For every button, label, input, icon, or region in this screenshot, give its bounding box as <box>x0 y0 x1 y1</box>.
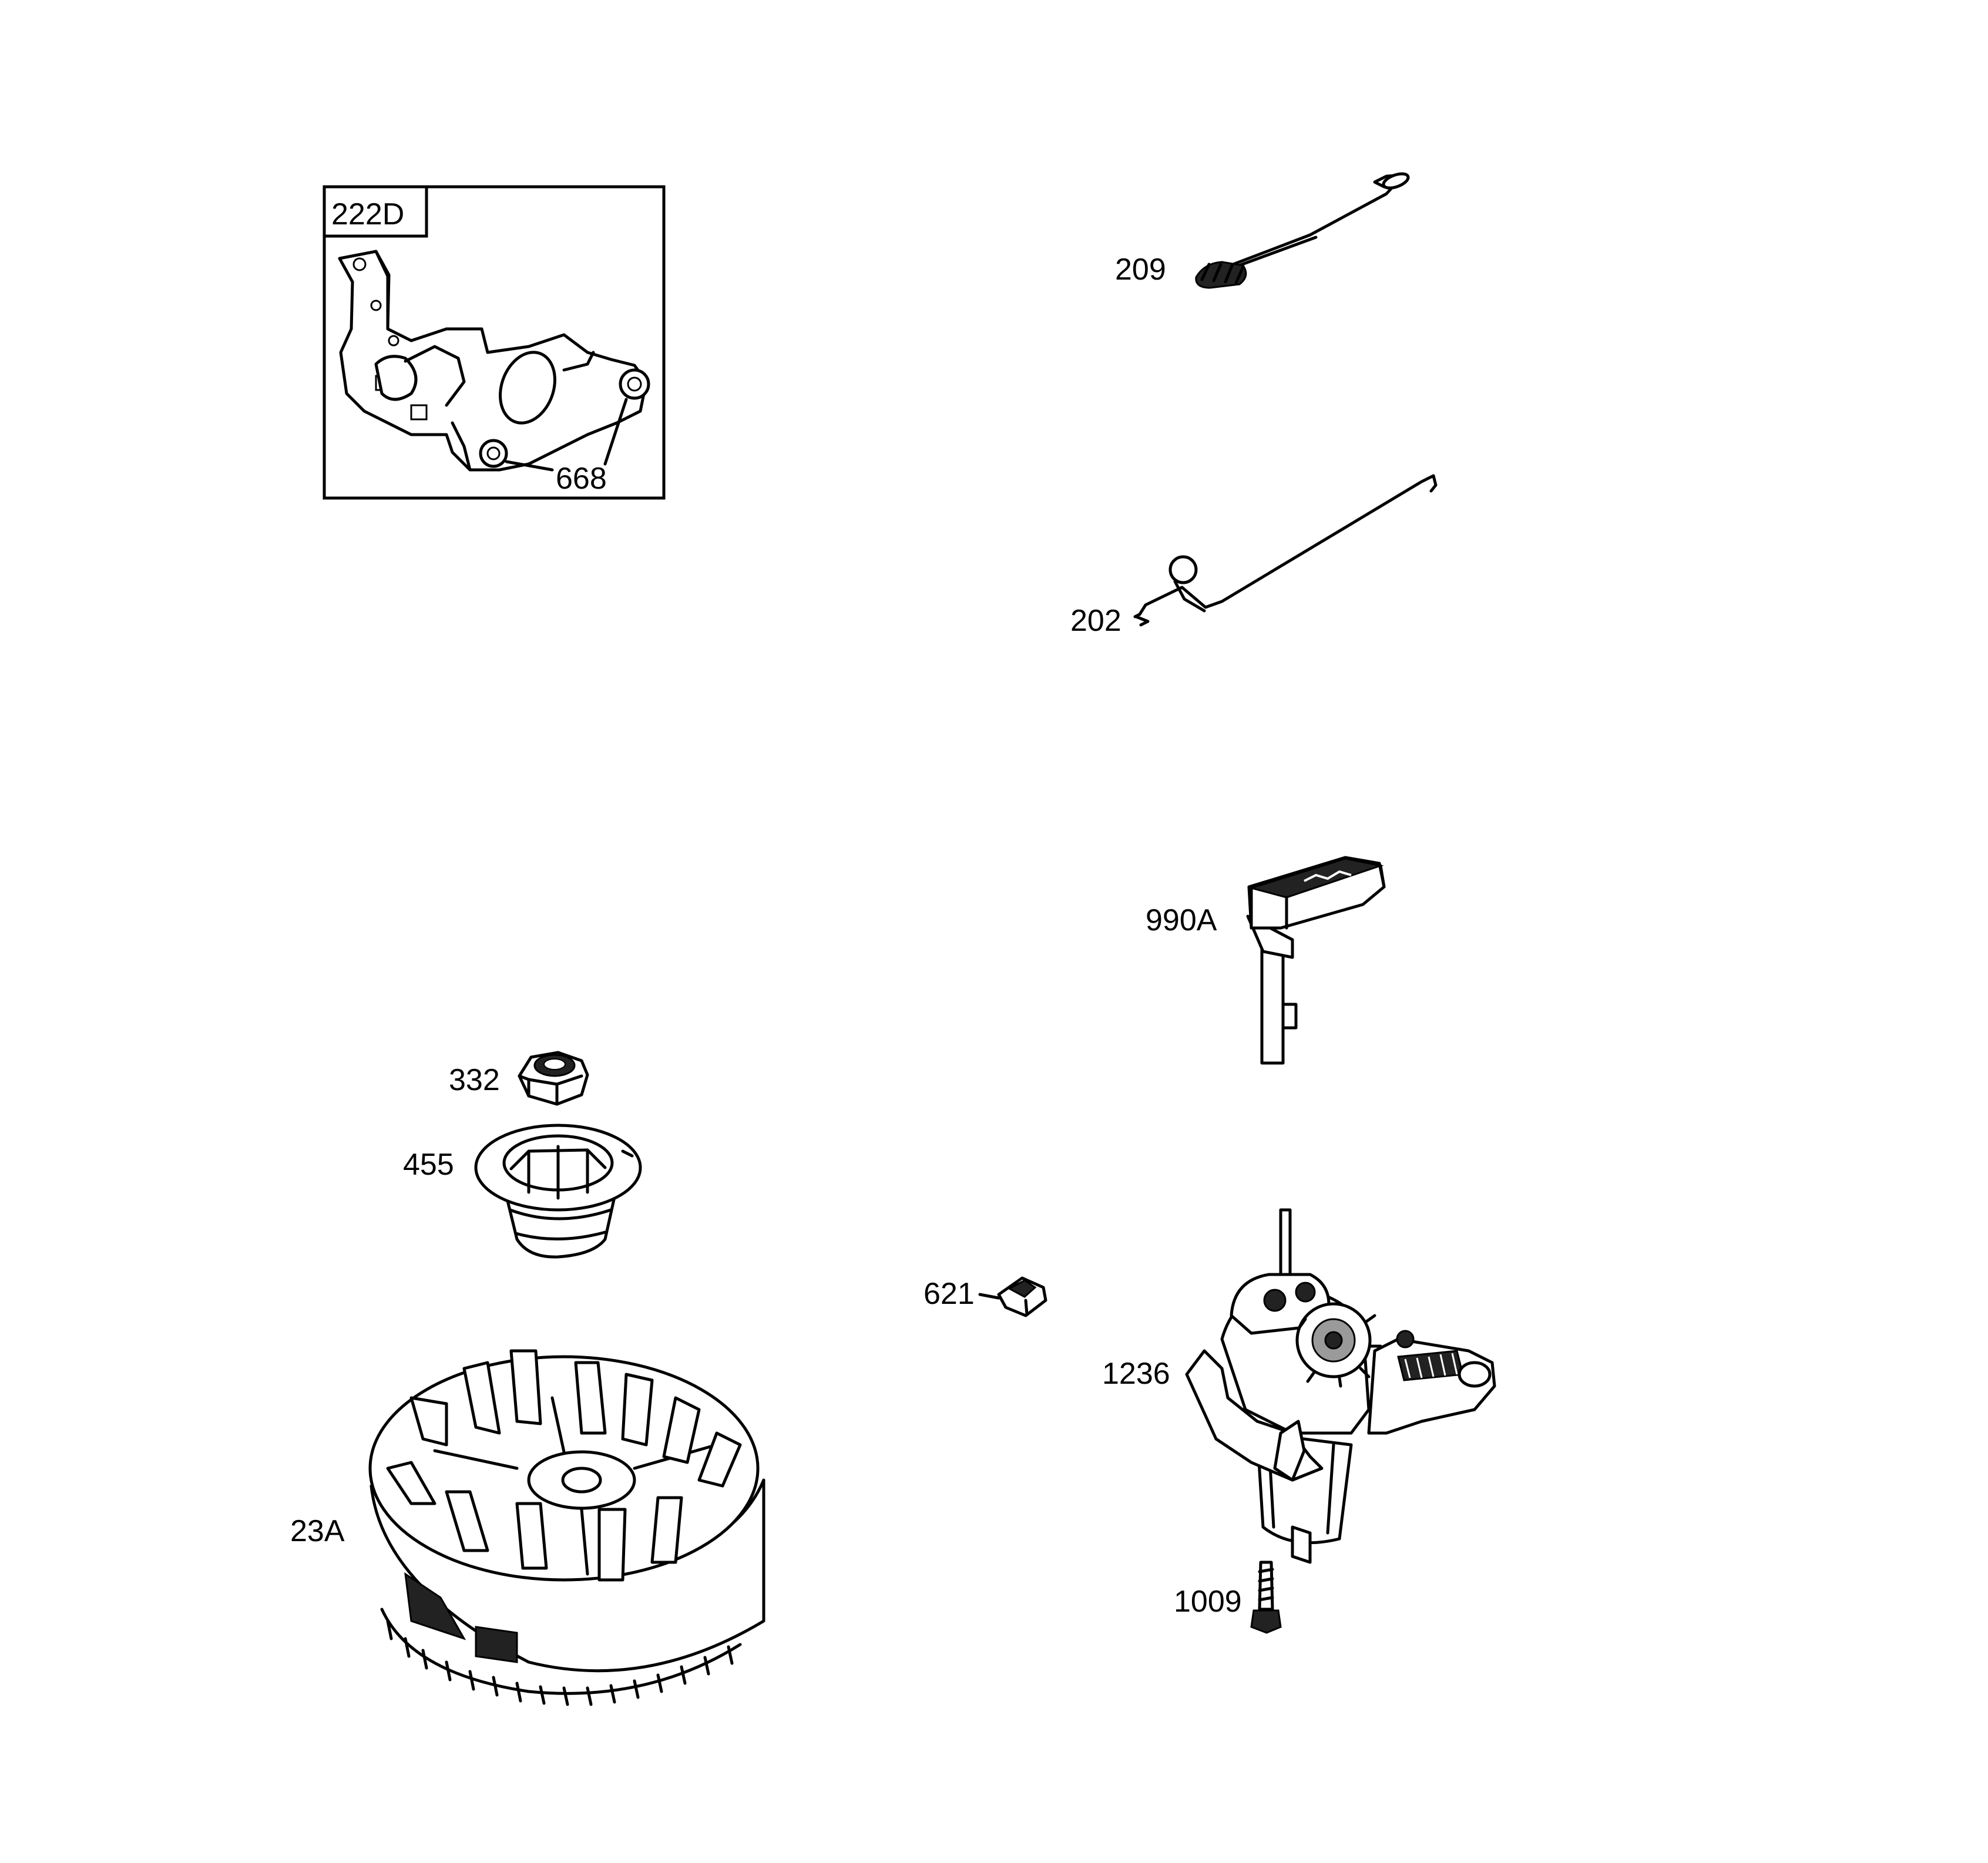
part-1236: 1236 <box>1102 1208 1496 1564</box>
part-332: 332 <box>449 1051 589 1106</box>
governor-spring-drawing <box>1195 172 1410 289</box>
starter-handle-drawing <box>1246 856 1386 1065</box>
control-bracket-drawing <box>338 250 650 472</box>
flywheel-fins <box>386 1349 742 1582</box>
flywheel-nut-drawing <box>518 1051 589 1106</box>
label-990a: 990A <box>1146 903 1217 937</box>
label-222d: 222D <box>331 197 404 231</box>
label-1009: 1009 <box>1174 1585 1242 1619</box>
part-621: 621 <box>924 1276 1047 1317</box>
part-222d-inset: 222D 668 <box>323 185 666 500</box>
part-455: 455 <box>403 1124 642 1259</box>
part-202: 202 <box>1070 474 1438 638</box>
part-1009: 1009 <box>1174 1561 1282 1634</box>
flywheel-drawing <box>368 1349 765 1706</box>
governor-link-drawing <box>1133 474 1438 627</box>
label-332: 332 <box>449 1063 500 1097</box>
part-23a: 23A <box>290 1349 765 1706</box>
label-23a: 23A <box>290 1514 345 1548</box>
part-209: 209 <box>1115 172 1410 289</box>
label-621: 621 <box>924 1277 975 1311</box>
label-455: 455 <box>403 1148 454 1182</box>
starter-motor-drawing <box>1185 1208 1496 1564</box>
mounting-screw-drawing <box>1250 1561 1282 1634</box>
starter-cup-drawing <box>474 1124 642 1259</box>
label-202: 202 <box>1070 604 1121 638</box>
part-990a: 990A <box>1146 856 1386 1065</box>
terminal-clip-drawing <box>978 1276 1047 1317</box>
label-1236: 1236 <box>1102 1357 1170 1391</box>
label-668: 668 <box>556 462 607 496</box>
label-209: 209 <box>1115 253 1166 287</box>
